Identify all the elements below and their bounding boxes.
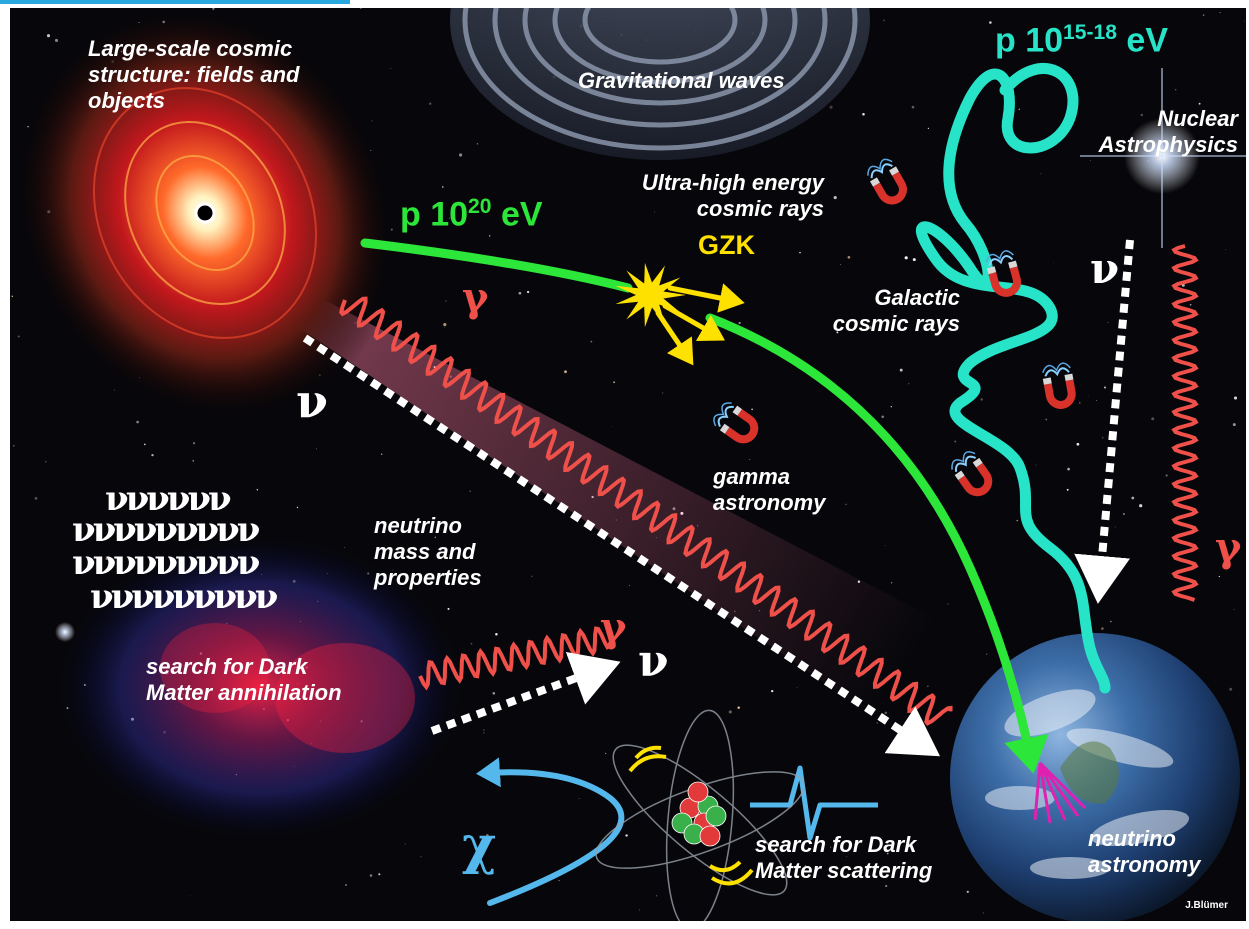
nu-cloud-row: ννννννννν (72, 543, 260, 583)
label-dm-annihilation: search for Dark Matter annihilation (146, 654, 342, 705)
label-neutrino-astronomy: neutrino astronomy (1088, 826, 1201, 877)
label-uhecr: Ultra-high energy cosmic rays (641, 170, 824, 221)
dark-matter-scattering (476, 709, 878, 921)
label-nuclear-astrophysics: Nuclear Astrophysics (1098, 106, 1238, 157)
bright-star (1080, 68, 1246, 248)
symbol-gamma-dm: γ (600, 604, 627, 651)
symbol-gamma-right: γ (1215, 524, 1242, 571)
energy-uhe-proton: p 1020 eV (400, 195, 543, 234)
gzk-burst (615, 262, 745, 366)
energy-galactic-proton: p 1015-18 eV (995, 21, 1169, 60)
gravitational-waves-ripples (450, 8, 870, 160)
symbol-nu-left: ν (296, 374, 328, 428)
accent-bar (0, 0, 350, 4)
label-gzk: GZK (698, 230, 755, 260)
diagram-artwork (11, 8, 1246, 921)
uhe-proton-track (360, 238, 1049, 774)
label-dm-scattering: search for Dark Matter scattering (755, 832, 933, 883)
label-galactic-cosmic-rays: Galactic cosmic rays (832, 285, 960, 336)
label-neutrino-mass: neutrino mass and properties (374, 513, 482, 590)
label-gravitational-waves: Gravitational waves (578, 68, 785, 93)
symbol-nu-right: ν (1090, 244, 1120, 293)
galaxy-black-hole (12, 8, 1010, 808)
galactic-cosmic-ray-track (916, 63, 1111, 694)
neutrino-arrows (302, 239, 1134, 757)
nu-cloud-row: ννννννννν (90, 577, 278, 617)
symbol-nu-dm: ν (638, 636, 669, 687)
cosmic-diagram: Large-scale cosmic structure: fields and… (10, 8, 1246, 921)
symbol-gamma-main: γ (462, 274, 489, 321)
label-gamma-astronomy: gamma astronomy (713, 464, 826, 515)
symbol-chi: χ (462, 815, 497, 876)
label-large-scale-structure: Large-scale cosmic structure: fields and… (88, 36, 300, 113)
galaxy-cluster (55, 538, 460, 838)
magnetic-fields (713, 158, 1076, 497)
nu-cloud-row: ννννννννν (72, 510, 260, 550)
nu-cloud-row: νννννν (105, 479, 232, 519)
credit: J.Blümer (1185, 900, 1228, 911)
